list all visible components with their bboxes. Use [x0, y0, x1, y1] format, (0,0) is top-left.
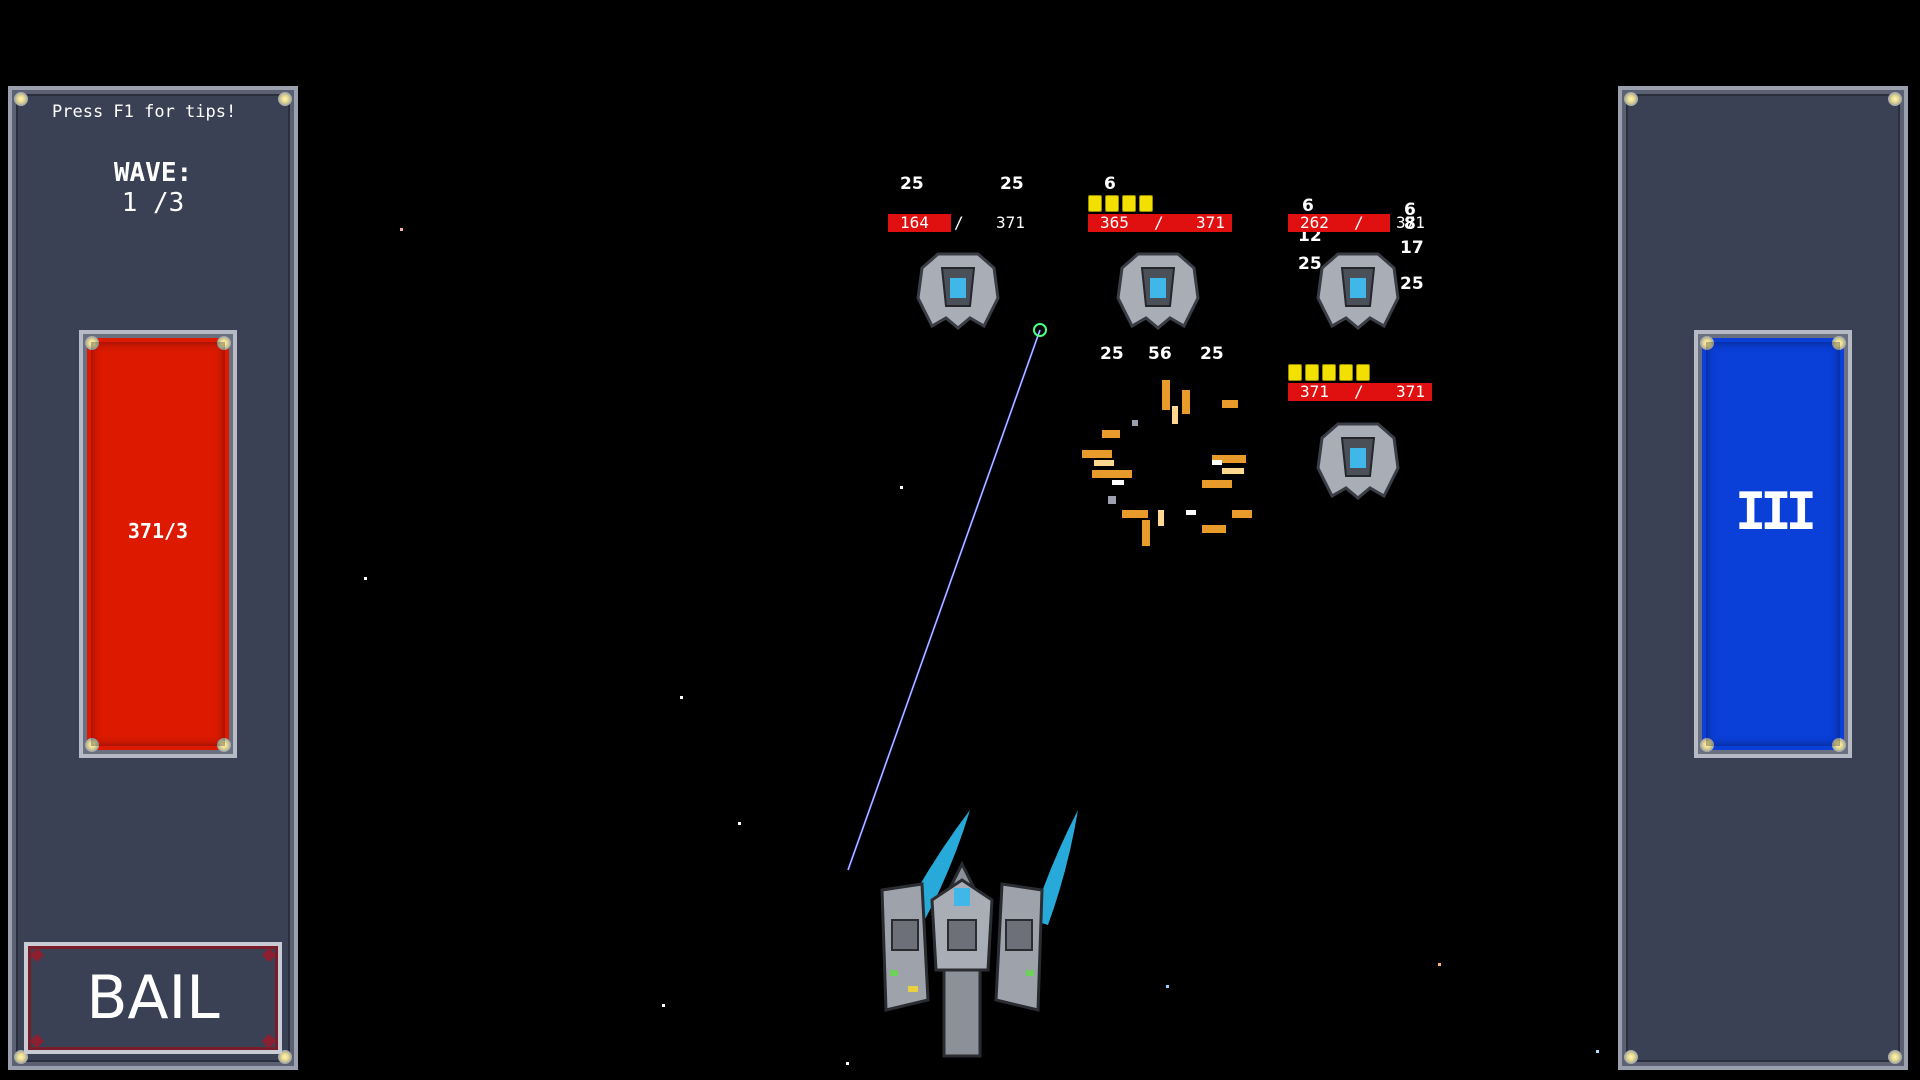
shield-pip-icon: [1088, 195, 1102, 212]
enemy-shield-pips: [1288, 364, 1370, 381]
star: [738, 822, 741, 825]
damage-number: 25: [1400, 274, 1424, 294]
enemy-hp-current: 262: [1300, 213, 1329, 232]
target-reticle-icon: [1033, 323, 1047, 337]
enemy-shield-pips: [1088, 195, 1153, 212]
damage-number: 56: [1148, 344, 1172, 364]
enemy-hp-current: 365: [1100, 213, 1129, 232]
enemy-ship-icon[interactable]: [1312, 248, 1404, 332]
explosion-icon: [1082, 380, 1252, 546]
damage-number: 6: [1404, 200, 1416, 220]
rivet-icon: [217, 738, 231, 752]
damage-number: 25: [1000, 174, 1024, 194]
star: [680, 696, 683, 699]
shield-pip-icon: [1356, 364, 1370, 381]
damage-number: 8: [1404, 214, 1416, 234]
enemy-hp-max: 371: [1396, 382, 1425, 401]
enemy-health-bar: 371 / 371: [1288, 383, 1432, 401]
rivet-icon: [29, 1033, 45, 1049]
shield-bar: III: [1694, 330, 1852, 758]
rivet-icon: [1888, 1050, 1902, 1064]
star: [900, 486, 903, 489]
damage-number: 25: [1298, 254, 1322, 274]
shield-pip-icon: [1339, 364, 1353, 381]
enemy-hp-current: 371: [1300, 382, 1329, 401]
star: [1596, 1050, 1599, 1053]
left-hud-panel: Press F1 for tips! WAVE: 1 /3 371/3 BAIL: [8, 86, 298, 1070]
damage-number: 25: [900, 174, 924, 194]
damage-number: 17: [1400, 238, 1424, 258]
enemy-hp-separator: /: [954, 213, 964, 232]
damage-number: 6: [1302, 196, 1314, 216]
enemy-hp-max: 371: [1196, 213, 1225, 232]
star: [846, 1062, 849, 1065]
rivet-icon: [85, 336, 99, 350]
star: [662, 1004, 665, 1007]
rivet-icon: [1832, 738, 1846, 752]
rivet-icon: [29, 947, 45, 963]
star: [364, 577, 367, 580]
damage-number: 25: [1200, 344, 1224, 364]
rivet-icon: [1832, 336, 1846, 350]
player-ship-icon[interactable]: [862, 860, 1062, 1060]
playfield[interactable]: 25 25 164 / 371 6 365 / 371 6 8 12 25 6 …: [302, 0, 1616, 1080]
rivet-icon: [14, 92, 28, 106]
shield-pip-icon: [1122, 195, 1136, 212]
rivet-icon: [217, 336, 231, 350]
enemy-hp-current: 164: [900, 213, 929, 232]
enemy-hp-separator: /: [1354, 213, 1364, 232]
enemy-hp-separator: /: [1354, 382, 1364, 401]
rivet-icon: [1624, 1050, 1638, 1064]
star: [400, 228, 403, 231]
enemy-ship-icon[interactable]: [912, 248, 1004, 332]
rivet-icon: [261, 947, 277, 963]
enemy-health-bar: 365 / 371: [1088, 214, 1232, 232]
rivet-icon: [278, 92, 292, 106]
shield-pip-icon: [1322, 364, 1336, 381]
wave-counter: 1 /3: [121, 188, 185, 218]
enemy-health-fill: [888, 214, 951, 232]
star: [1438, 963, 1441, 966]
rivet-icon: [85, 738, 99, 752]
health-value: 371/3: [127, 519, 189, 543]
bail-label: BAIL: [86, 963, 220, 1033]
damage-number: 25: [1100, 344, 1124, 364]
wave-label: WAVE:: [113, 158, 193, 188]
shield-pip-icon: [1139, 195, 1153, 212]
enemy-ship-icon[interactable]: [1112, 248, 1204, 332]
shield-value: III: [1735, 482, 1817, 542]
laser-core: [847, 329, 1041, 871]
star: [1166, 985, 1169, 988]
enemy-health-bar: 262 / 371: [1288, 214, 1432, 232]
enemy-ship-icon[interactable]: [1312, 418, 1404, 502]
right-hud-panel: III: [1618, 86, 1908, 1070]
enemy-health-bar: 164 / 371: [888, 214, 1032, 232]
tips-hint: Press F1 for tips!: [52, 102, 237, 122]
rivet-icon: [1624, 92, 1638, 106]
laser-beam: [847, 323, 1047, 871]
enemy-hp-max: 371: [1396, 213, 1425, 232]
enemy-health-fill: [1288, 214, 1390, 232]
shield-pip-icon: [1105, 195, 1119, 212]
health-fill: [91, 342, 225, 746]
bail-button[interactable]: BAIL: [24, 942, 282, 1054]
hull-health-bar: 371/3: [79, 330, 237, 758]
shield-pip-icon: [1288, 364, 1302, 381]
enemy-hp-separator: /: [1154, 213, 1164, 232]
rivet-icon: [1700, 738, 1714, 752]
rivet-icon: [261, 1033, 277, 1049]
shield-fill: [1706, 342, 1840, 746]
damage-number: 6: [1104, 174, 1116, 194]
rivet-icon: [1700, 336, 1714, 350]
enemy-hp-max: 371: [996, 213, 1025, 232]
shield-pip-icon: [1305, 364, 1319, 381]
rivet-icon: [1888, 92, 1902, 106]
